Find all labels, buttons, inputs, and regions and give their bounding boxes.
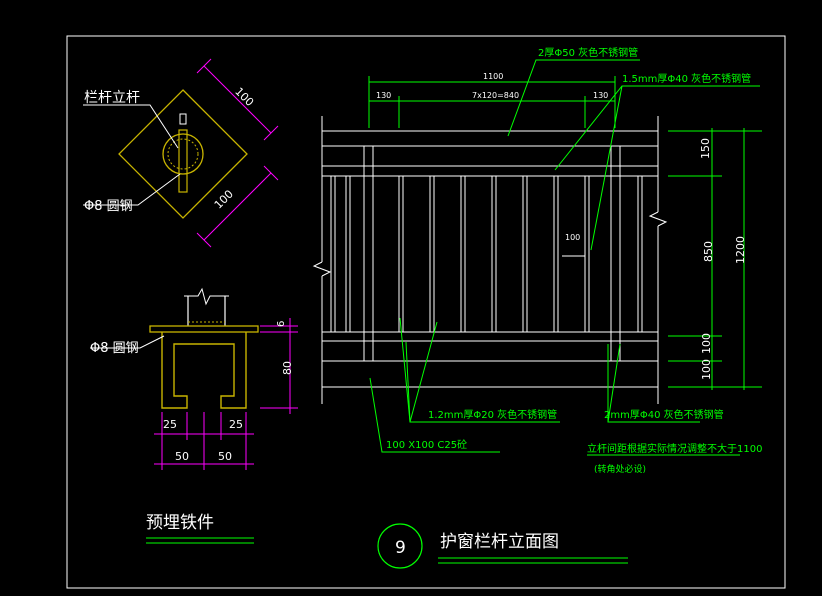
leaders	[369, 59, 760, 456]
detail-number-circle	[377, 523, 423, 569]
dim-c: 50	[175, 450, 189, 463]
note-top-rail: 2厚Φ50 灰色不锈钢管	[538, 46, 638, 59]
baluster-10	[637, 175, 643, 333]
label-rebar-section: Φ8 圆钢	[90, 341, 139, 356]
note-baluster: 1.2mm厚Φ20 灰色不锈钢管	[428, 408, 557, 421]
dim-b: 25	[229, 418, 243, 431]
dim-right-lower: 100	[700, 333, 713, 354]
label-rebar-plan: Φ8 圆钢	[84, 199, 133, 214]
rebar-bar	[178, 129, 188, 193]
detail-number: 9	[395, 538, 406, 558]
dim-right-bottom: 100	[700, 359, 713, 380]
baluster-1	[330, 175, 336, 333]
dim-mid: 7x120=840	[472, 91, 519, 100]
baluster-2	[345, 175, 351, 333]
baluster-6	[491, 175, 497, 333]
drawing-title: 护窗栏杆立面图	[440, 532, 559, 552]
dim-thk: 6	[276, 321, 287, 327]
dim-right: 130	[593, 91, 608, 100]
note-sub-rail: 1.5mm厚Φ40 灰色不锈钢管	[622, 72, 751, 85]
baluster-4	[429, 175, 435, 333]
elevation-top-dims	[368, 76, 616, 128]
base-plate-diamond	[118, 89, 248, 219]
embedded-title: 预埋铁件	[146, 513, 214, 533]
dim-right-overall: 1200	[734, 236, 747, 264]
note-curb: 100 X100 C25砼	[386, 438, 467, 451]
dim-total: 1100	[483, 72, 503, 81]
dim-right-middle: 850	[702, 241, 715, 262]
railing-elevation: 100	[312, 116, 668, 404]
dim-left: 130	[376, 91, 391, 100]
elevation-right-dims	[668, 128, 762, 390]
plan-detail: 栏杆立杆 Φ8 圆钢 100 100	[83, 58, 279, 248]
leader-rebar	[83, 173, 181, 206]
baluster-5	[460, 175, 466, 333]
note-post: 2mm厚Φ40 灰色不锈钢管	[604, 408, 724, 421]
dim-inner: 100	[565, 233, 580, 242]
base-plate	[149, 325, 259, 333]
embedded-channel	[161, 332, 247, 409]
baluster-8	[553, 175, 559, 333]
drawing-frame	[66, 35, 786, 589]
section-detail: Φ8 圆钢 6 80 25 25 50 50	[90, 287, 298, 470]
baluster-7	[522, 175, 528, 333]
note-spacing: 立杆间距根据实际情况调整不大于1100	[587, 442, 762, 455]
leader-post	[83, 104, 179, 149]
dim-section-height: 80	[281, 361, 294, 375]
dim-d: 50	[218, 450, 232, 463]
post-circle	[162, 133, 204, 175]
label-post: 栏杆立杆	[84, 90, 140, 106]
post-left	[363, 145, 374, 362]
post-right	[610, 145, 621, 362]
dim-a: 25	[163, 418, 177, 431]
dim-right-top: 150	[699, 138, 712, 159]
baluster-9	[584, 175, 590, 333]
note-corner: (转角处必设)	[594, 463, 646, 475]
